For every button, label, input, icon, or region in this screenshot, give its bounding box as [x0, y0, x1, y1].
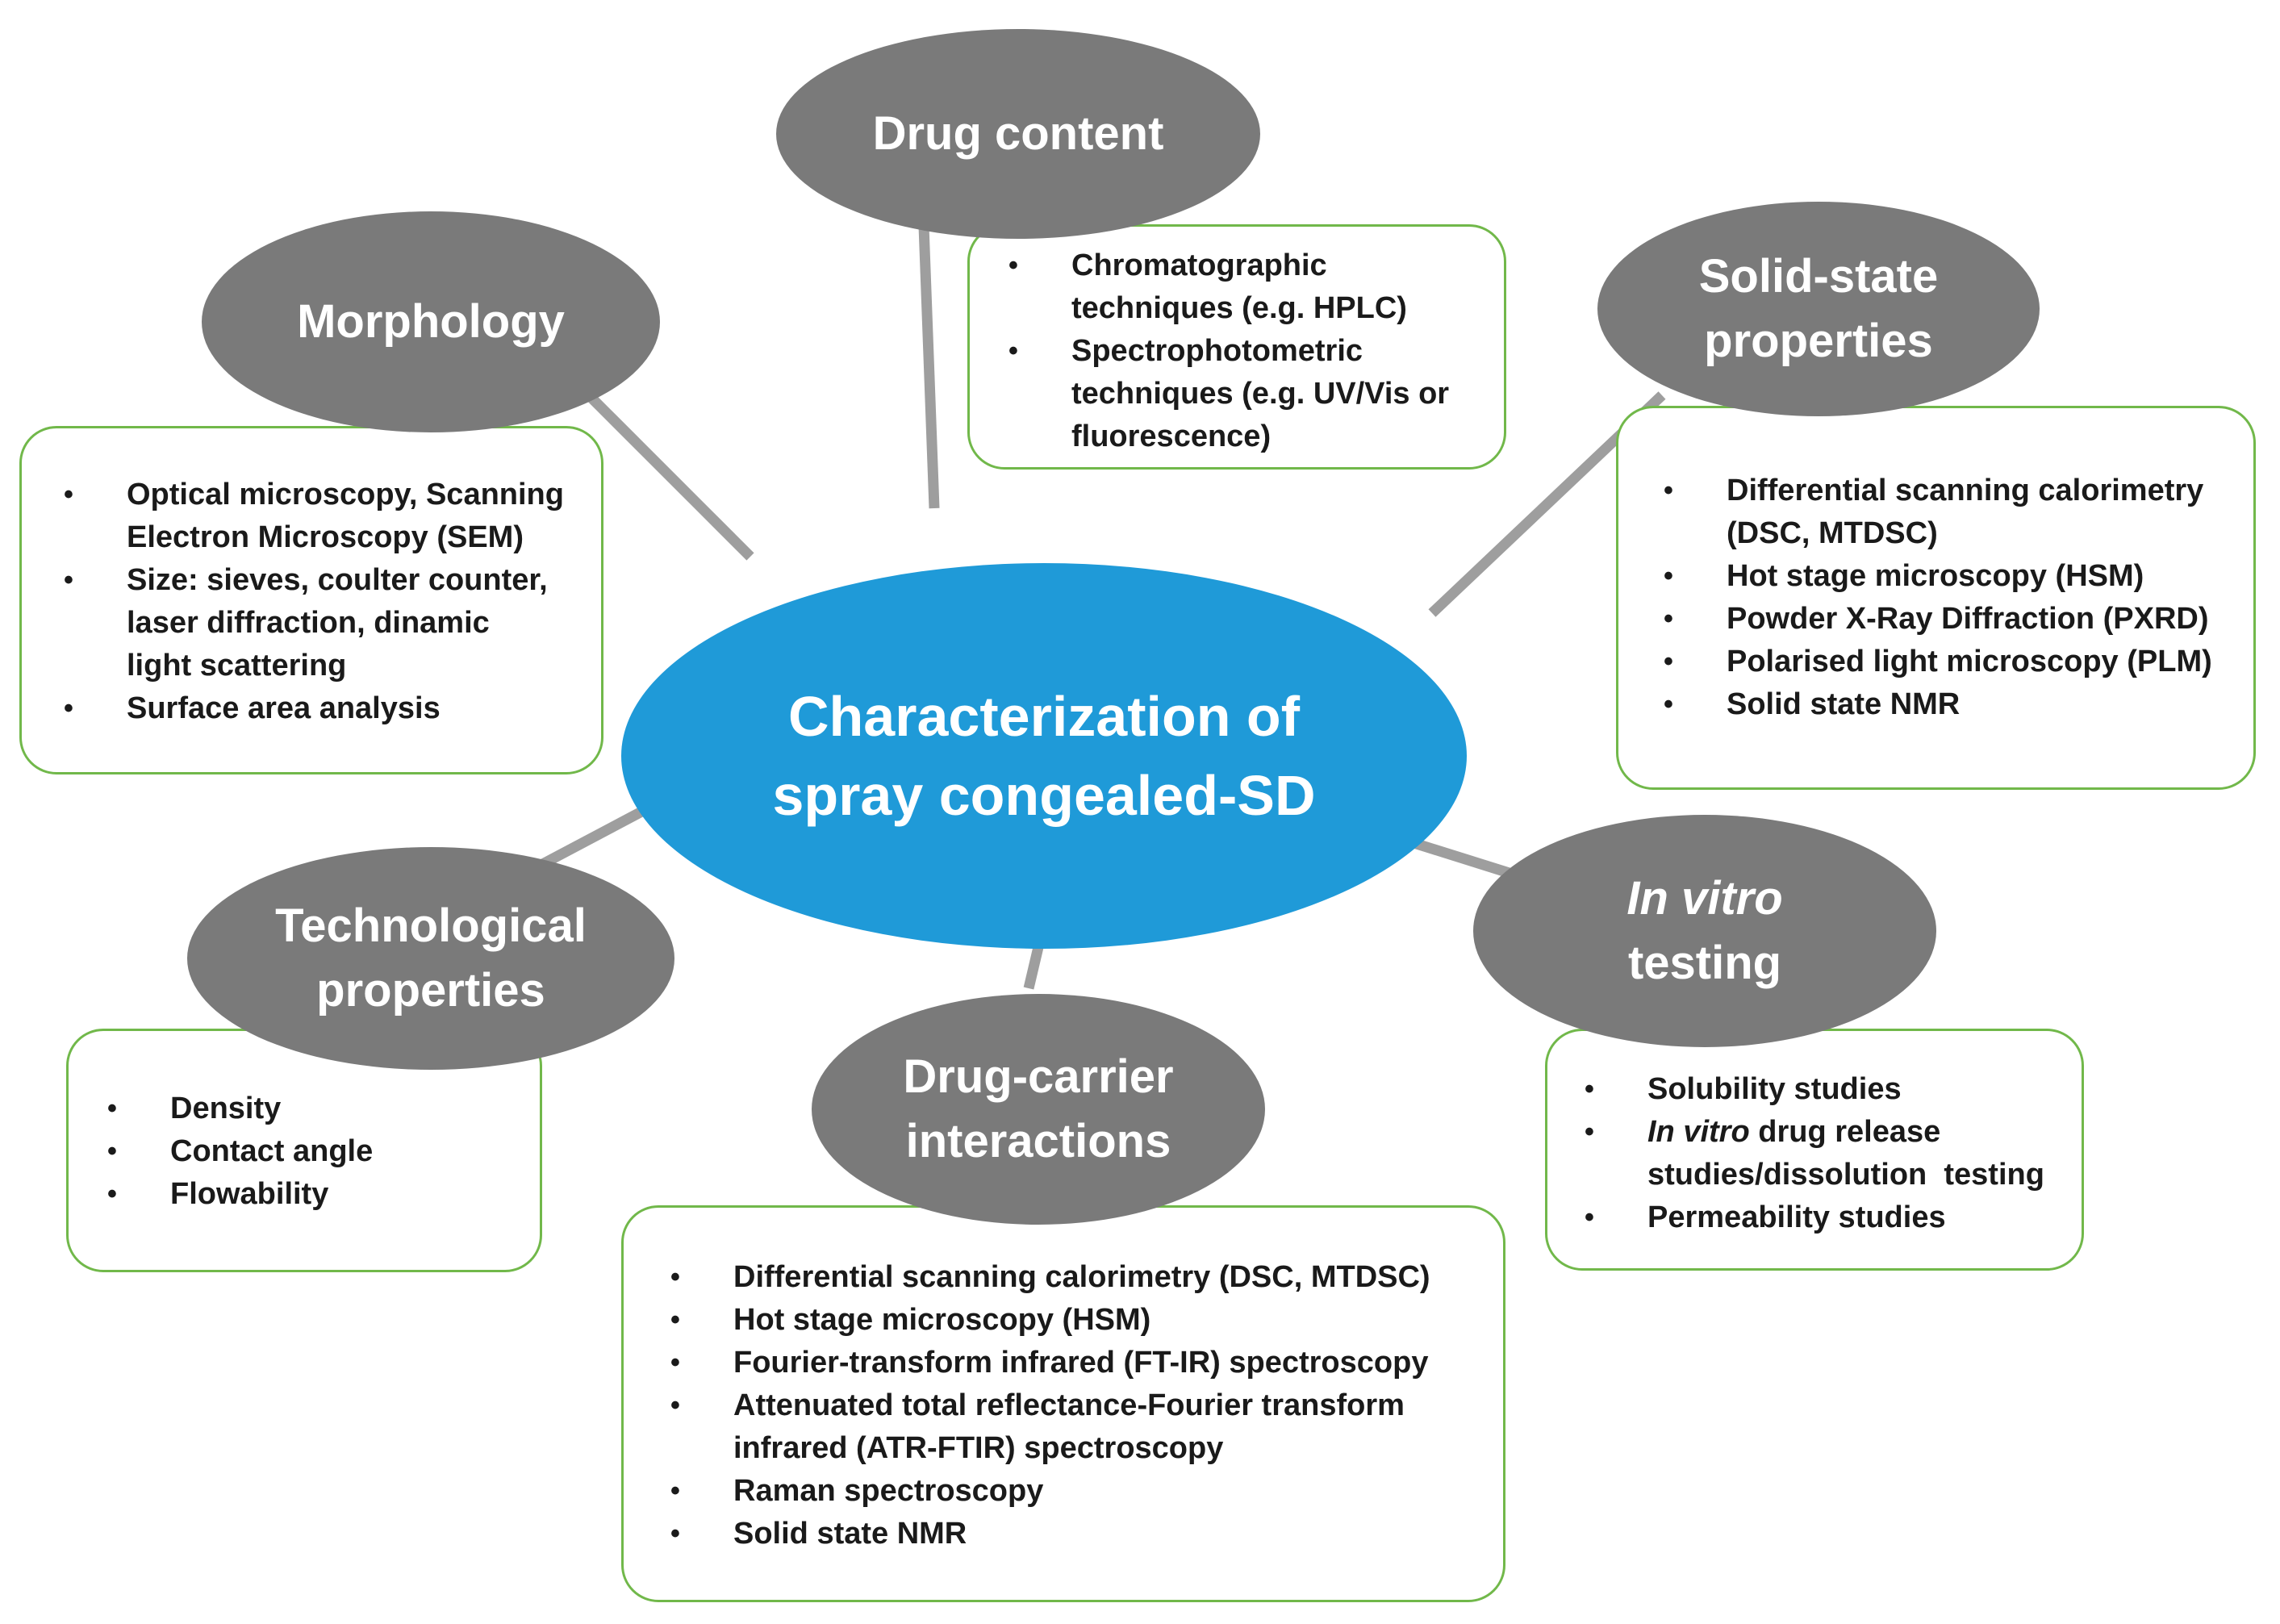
bullet-icon: • [64, 693, 73, 724]
drug-carrier-node: Drug-carrier interactions [812, 994, 1265, 1225]
list-item: • Differential scanning calorimetry (DSC… [1664, 470, 2253, 555]
bullet-icon: • [1664, 475, 1673, 506]
list-item: • Solubility studies [1585, 1068, 2082, 1111]
solid-state-title-line1: Solid-state [1698, 249, 1939, 303]
bullet-icon: • [1585, 1074, 1594, 1104]
bullet-icon: • [1008, 250, 1018, 281]
bullet-icon: • [1664, 689, 1673, 720]
drug-carrier-title-line1: Drug-carrier [903, 1050, 1174, 1103]
technological-node: Technological properties [187, 847, 674, 1070]
bullet-icon: • [1664, 603, 1673, 634]
in-vitro-node: In vitro testing [1473, 815, 1936, 1047]
bullet-icon: • [670, 1347, 680, 1378]
drug-content-node: Drug content [776, 29, 1260, 239]
bullet-icon: • [1664, 646, 1673, 677]
drug-carrier-title-line2: interactions [905, 1115, 1171, 1167]
technological-box: • Density • Contact angle • Flowability [66, 1029, 542, 1272]
list-item: • Flowability [107, 1173, 540, 1216]
list-item: • Surface area analysis [64, 687, 601, 730]
center-title-line1: Characterization of [788, 685, 1300, 748]
bullet-icon: • [107, 1093, 117, 1124]
list-item: • Fourier-transform infrared (FT-IR) spe… [670, 1342, 1503, 1384]
bullet-icon: • [670, 1476, 680, 1506]
list-item: • Polarised light microscopy (PLM) [1664, 641, 2253, 683]
list-item: • Attenuated total reflectance-Fourier t… [670, 1384, 1503, 1470]
list-item: • Hot stage microscopy (HSM) [670, 1299, 1503, 1342]
bullet-icon: • [107, 1179, 117, 1209]
list-item: • Solid state NMR [670, 1513, 1503, 1555]
list-item: • Contact angle [107, 1130, 540, 1173]
in-vitro-title-line2: testing [1627, 937, 1782, 989]
bullet-icon: • [1585, 1202, 1594, 1233]
solid-state-title-line2: properties [1704, 315, 1933, 367]
morphology-title: Morphology [297, 294, 565, 348]
solid-state-node: Solid-state properties [1597, 202, 2040, 416]
drug-content-title: Drug content [872, 106, 1164, 160]
list-item: • Optical microscopy, Scanning Electron … [64, 474, 601, 559]
drug-carrier-box: • Differential scanning calorimetry (DSC… [621, 1205, 1505, 1602]
in-vitro-box: • Solubility studies • In vitro drug rel… [1545, 1029, 2084, 1271]
bullet-icon: • [107, 1136, 117, 1167]
bullet-icon: • [670, 1305, 680, 1335]
technological-title-line1: Technological [275, 899, 587, 952]
solid-state-box: • Differential scanning calorimetry (DSC… [1616, 406, 2256, 790]
list-item: • Raman spectroscopy [670, 1470, 1503, 1513]
list-item: • Powder X-Ray Diffraction (PXRD) [1664, 598, 2253, 641]
center-title-line2: spray congealed-SD [772, 764, 1316, 827]
technological-title-line2: properties [316, 964, 545, 1017]
morphology-box: • Optical microscopy, Scanning Electron … [19, 426, 603, 774]
bullet-icon: • [64, 479, 73, 510]
list-item: • Solid state NMR [1664, 683, 2253, 726]
list-item: • Hot stage microscopy (HSM) [1664, 555, 2253, 598]
center-node: Characterization of spray congealed-SD [621, 563, 1467, 949]
list-item: • In vitro drug release studies/dissolut… [1585, 1111, 2082, 1196]
list-item: • Density [107, 1088, 540, 1130]
bullet-icon: • [670, 1518, 680, 1549]
list-item: • Size: sieves, coulter counter, laser d… [64, 559, 601, 687]
bullet-icon: • [64, 565, 73, 595]
connector-morphology [585, 391, 754, 561]
bullet-icon: • [670, 1390, 680, 1421]
list-item: • Spectrophotometric techniques (e.g. UV… [1008, 330, 1504, 458]
bullet-icon: • [670, 1262, 680, 1292]
connector-drug-content [918, 225, 940, 509]
list-item: • Chromatographic techniques (e.g. HPLC) [1008, 244, 1504, 330]
list-item: • Permeability studies [1585, 1196, 2082, 1239]
in-vitro-title-line1: In vitro [1626, 871, 1783, 925]
drug-content-box: • Chromatographic techniques (e.g. HPLC)… [967, 224, 1506, 470]
list-item: • Differential scanning calorimetry (DSC… [670, 1256, 1503, 1299]
bullet-icon: • [1585, 1117, 1594, 1147]
bullet-icon: • [1664, 561, 1673, 591]
morphology-node: Morphology [202, 211, 660, 432]
bullet-icon: • [1008, 336, 1018, 366]
